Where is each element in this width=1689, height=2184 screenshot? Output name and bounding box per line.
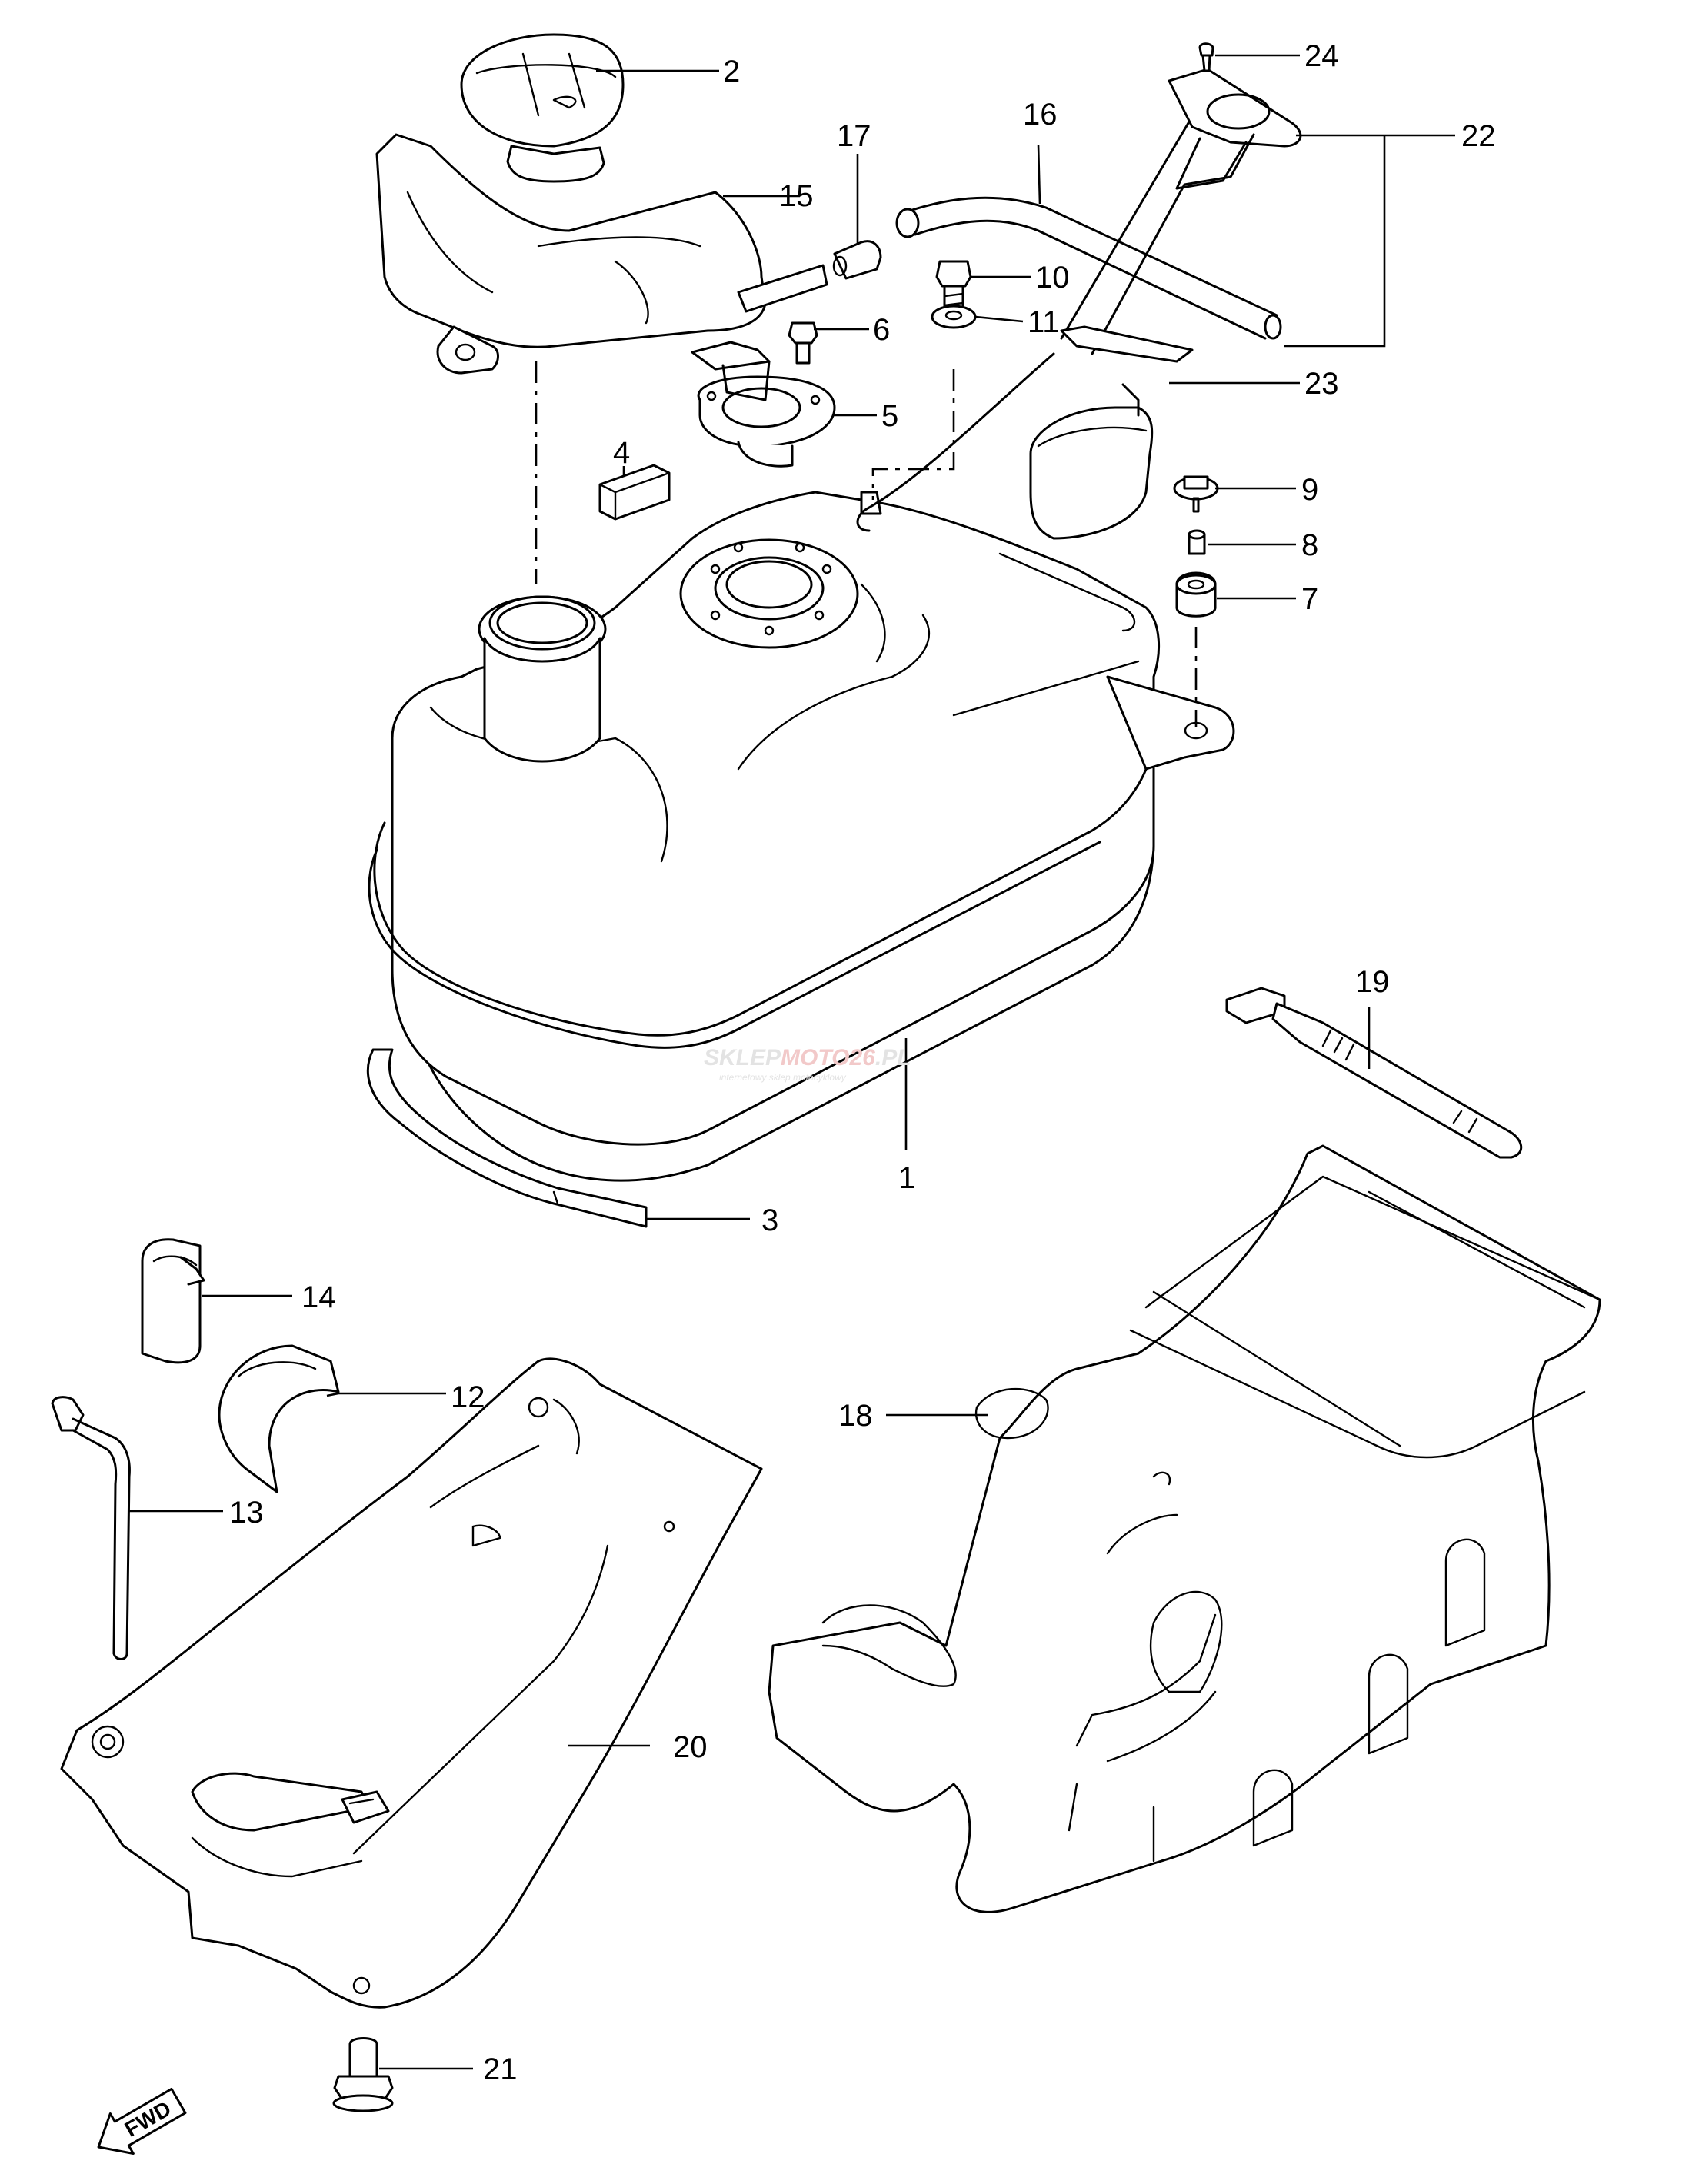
grommet-part-7 [1175, 571, 1217, 618]
callout-2: 2 [723, 55, 740, 88]
washer-part-11 [931, 305, 977, 329]
callout-22: 22 [1461, 119, 1496, 153]
seal-strip-part-3 [366, 1048, 648, 1228]
callout-14: 14 [301, 1280, 336, 1314]
callout-13: 13 [229, 1496, 264, 1530]
callout-5: 5 [881, 399, 898, 433]
callout-11: 11 [1028, 305, 1060, 339]
watermark-brand-end: .PL [875, 1045, 911, 1070]
screw-part-24 [1198, 42, 1214, 72]
callout-1: 1 [898, 1161, 915, 1195]
pump-flange-part-5 [691, 341, 836, 468]
callout-labels: 2 15 17 16 10 6 11 5 4 9 8 7 24 22 23 1 … [229, 39, 1496, 2086]
callout-16: 16 [1023, 98, 1058, 132]
under-cover-part-20 [60, 1357, 763, 2009]
callout-18: 18 [838, 1399, 873, 1433]
tube-part-13 [51, 1396, 131, 1660]
collar-part-8 [1188, 529, 1206, 555]
fuel-tank-part-1 [368, 491, 1235, 1182]
callout-4: 4 [613, 436, 630, 470]
callout-24: 24 [1304, 39, 1339, 73]
callout-19: 19 [1355, 965, 1390, 999]
hose-part-16 [895, 196, 1282, 340]
leader-lines [129, 54, 1455, 2070]
watermark-tagline: internetowy sklep motocyklowy [719, 1072, 847, 1083]
callout-10: 10 [1035, 261, 1070, 295]
filler-cap-part-2 [460, 33, 625, 183]
fuel-level-gauge-part-22 [856, 68, 1302, 540]
connector-part-17 [832, 240, 882, 280]
breather-tank-part-15 [375, 133, 828, 375]
watermark-brand-number: 26 [848, 1045, 875, 1070]
watermark-brand-start: SKLEP [704, 1045, 781, 1070]
callout-21: 21 [483, 2052, 518, 2086]
clamp-part-14 [141, 1238, 205, 1364]
callout-6: 6 [873, 313, 890, 347]
callout-7: 7 [1301, 582, 1318, 616]
damper-part-9 [1173, 475, 1219, 513]
callout-9: 9 [1301, 473, 1318, 507]
heat-shield-part-18 [768, 1144, 1601, 1913]
callout-8: 8 [1301, 528, 1318, 562]
callout-23: 23 [1304, 367, 1339, 401]
cushion-part-4 [598, 464, 671, 521]
cable-tie-part-19 [1225, 987, 1522, 1159]
callout-17: 17 [837, 119, 871, 153]
curved-cushion-part-12 [218, 1344, 340, 1493]
watermark: SKLEPMOTO26.PL internetowy sklep motocyk… [704, 1045, 911, 1083]
callout-15: 15 [779, 179, 814, 213]
callout-3: 3 [761, 1204, 778, 1237]
callout-12: 12 [451, 1380, 485, 1414]
callout-20: 20 [673, 1730, 708, 1764]
assembly-lines [535, 361, 1198, 727]
forward-direction-arrow-icon: FWD [97, 2087, 187, 2155]
flange-bolt-part-21 [332, 2037, 394, 2112]
svg-text:SKLEPMOTO26.PL: SKLEPMOTO26.PL [704, 1045, 911, 1070]
watermark-brand-accent: MOTO [781, 1045, 849, 1070]
bolt-part-6 [788, 321, 818, 365]
